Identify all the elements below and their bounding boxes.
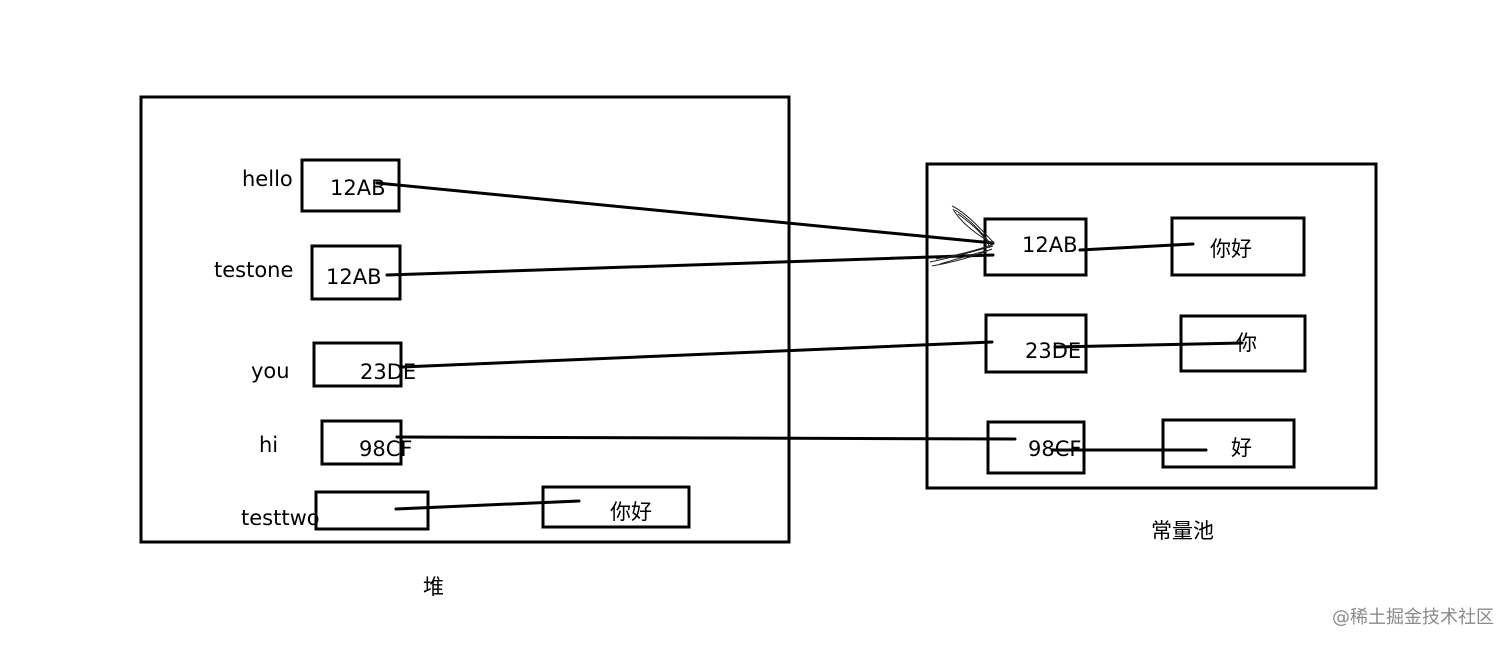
heap-ref-value: 12AB <box>326 265 382 289</box>
pool-address-value: 12AB <box>1022 233 1078 257</box>
heap-var-name: you <box>251 359 290 383</box>
pool-address-box <box>986 420 1086 475</box>
constant-pool-region <box>925 162 1378 490</box>
pool-string-value: 你 <box>1236 331 1257 355</box>
heap-region <box>139 95 791 544</box>
heap-caption: 堆 <box>423 575 444 599</box>
heap-var-name: hi <box>259 433 278 457</box>
heap-ref-box <box>312 341 403 388</box>
heap-ref-box <box>310 244 402 301</box>
watermark: @稀土掘金技术社区 <box>1332 607 1494 628</box>
arrowhead-scribble <box>929 205 995 267</box>
reference-line <box>385 253 995 277</box>
reference-line <box>394 499 581 511</box>
reference-line <box>1078 242 1195 252</box>
heap-string-object <box>541 485 691 529</box>
heap-ref-value: 23DE <box>360 360 416 384</box>
reference-line <box>400 340 994 369</box>
heap-ref-value: 12AB <box>330 176 386 200</box>
reference-line <box>375 181 995 245</box>
constant-pool-caption: 常量池 <box>1151 519 1214 543</box>
pool-address-value: 23DE <box>1025 339 1081 363</box>
heap-string-object-value: 你好 <box>610 500 652 524</box>
pool-string-value: 你好 <box>1210 237 1252 261</box>
heap-ref-value: 98CF <box>359 437 412 461</box>
heap-ref-box <box>320 419 403 466</box>
pool-string-value: 好 <box>1231 436 1252 460</box>
pool-value-box <box>1161 418 1296 469</box>
heap-ref-box <box>314 490 430 531</box>
reference-line <box>1053 341 1244 349</box>
heap-var-name: testtwo <box>241 506 320 530</box>
reference-line <box>395 435 1017 441</box>
heap-var-name: hello <box>242 167 293 191</box>
heap-var-name: testone <box>214 258 293 282</box>
